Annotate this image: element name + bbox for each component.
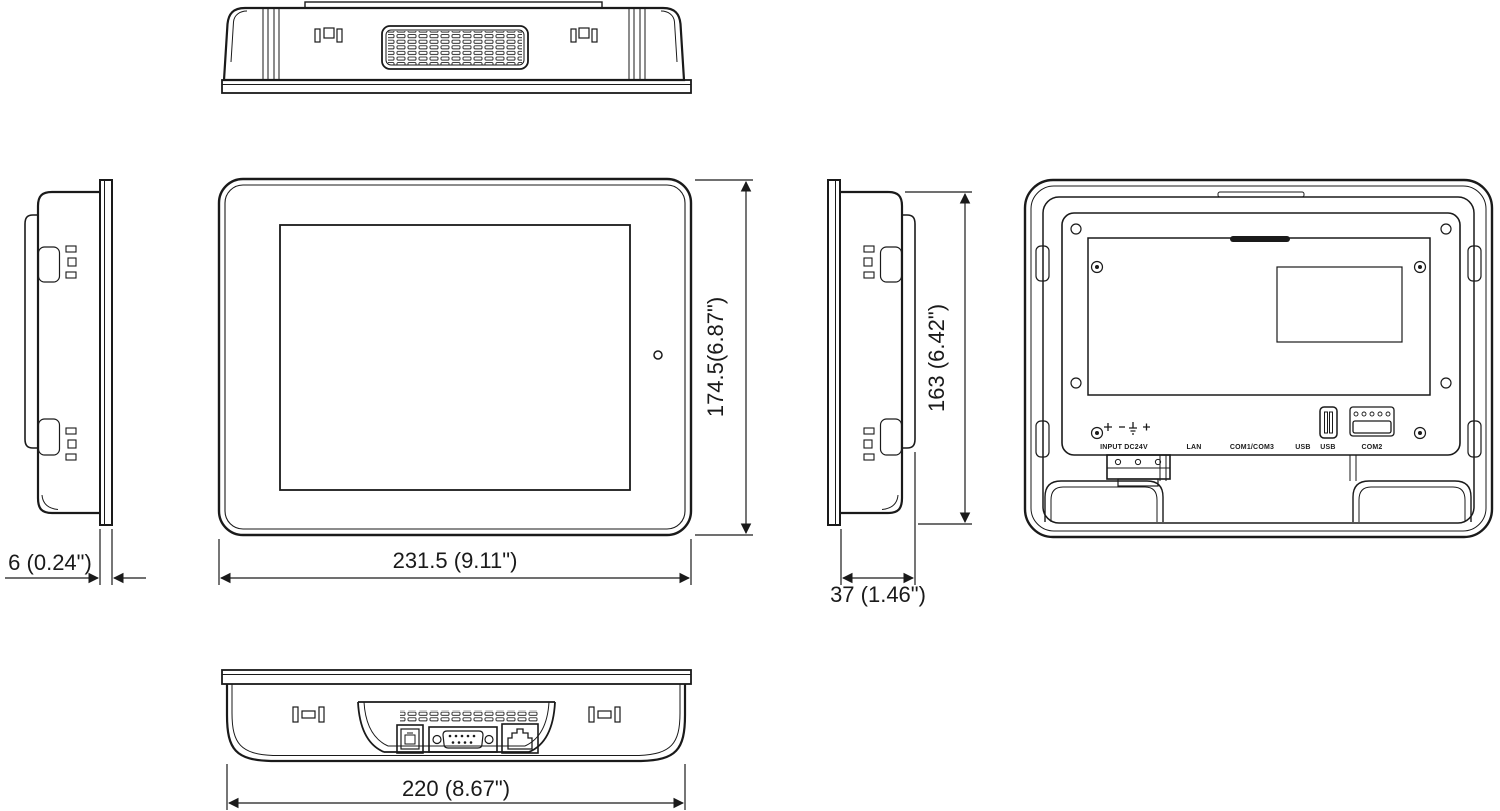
power-terminal-block — [1106, 454, 1171, 487]
db9-serial-connector — [428, 726, 498, 753]
top-view — [221, 1, 692, 94]
dim-label-bezel-thickness: 6 (0.24") — [8, 550, 92, 575]
front-view — [217, 177, 693, 537]
usb-b-connector — [396, 724, 424, 754]
rear-cover-profile — [24, 214, 38, 449]
dim-mount-depth — [840, 452, 916, 585]
cable-channel-left — [1044, 455, 1167, 522]
side-slot-cluster-bottom — [65, 427, 77, 461]
label-plate — [1276, 266, 1403, 343]
dim-rear-height — [905, 191, 972, 525]
dim-bezel-thickness — [5, 529, 146, 585]
corner-hole — [1070, 223, 1452, 389]
dimension-labels: 231.5 (9.11") 174.5(6.87") 6 (0.24") 37 … — [8, 297, 949, 801]
screw — [1090, 260, 1427, 440]
connector-recess — [357, 701, 556, 754]
dimensions — [5, 179, 972, 810]
left-side-view — [24, 179, 113, 526]
rj45-connector — [501, 723, 539, 754]
com2-port-label: COM2 — [1361, 444, 1382, 451]
dim-front-height — [695, 179, 753, 536]
com1-com3-port-label: COM1/COM3 — [1230, 444, 1274, 451]
cover-notch — [1230, 236, 1290, 242]
rear-view — [1023, 178, 1494, 539]
rear-panel — [1061, 212, 1461, 456]
dim-label-front-width: 231.5 (9.11") — [393, 548, 518, 573]
com2-terminal — [1349, 406, 1395, 437]
side-slot-cluster-top — [863, 245, 875, 279]
dim-front-width — [218, 539, 692, 585]
usb-label: USB — [1295, 444, 1310, 451]
top-slot-cluster-right — [570, 27, 598, 43]
side-slot-cluster-top — [65, 245, 77, 279]
wall-clip — [1035, 245, 1482, 458]
mounting-clip — [37, 246, 61, 456]
bottom-vent-slots — [400, 710, 539, 722]
screen — [279, 224, 631, 491]
rear-port-labels: INPUT DC24V LAN COM1/COM3 USB USB COM2 — [1100, 444, 1382, 451]
top-slot-cluster-left — [314, 27, 343, 43]
mounting-clip — [879, 246, 903, 456]
bottom-slot-cluster-right — [588, 706, 621, 723]
dim-label-rear-height: 163 (6.42") — [924, 304, 949, 412]
power-polarity-icon — [1104, 422, 1150, 435]
usb-port-label: USB — [1320, 444, 1335, 451]
dim-label-bottom-width: 220 (8.67") — [402, 776, 510, 801]
bottom-view — [221, 669, 692, 763]
rear-cover-profile — [902, 214, 916, 449]
right-side-view — [827, 179, 916, 526]
usb-port — [1319, 406, 1338, 439]
led-indicator — [653, 350, 663, 360]
dim-label-front-height: 174.5(6.87") — [703, 297, 728, 417]
side-slot-cluster-bottom — [863, 427, 875, 461]
access-cover — [1087, 237, 1431, 396]
bottom-slot-cluster-left — [292, 706, 325, 723]
top-vent-grille — [381, 25, 529, 70]
cable-channel-right — [1349, 455, 1472, 522]
lan-port-label: LAN — [1187, 444, 1202, 451]
dim-bottom-width — [226, 764, 686, 810]
power-port-label: INPUT DC24V — [1100, 444, 1148, 451]
dim-label-mount-depth: 37 (1.46") — [830, 582, 926, 607]
